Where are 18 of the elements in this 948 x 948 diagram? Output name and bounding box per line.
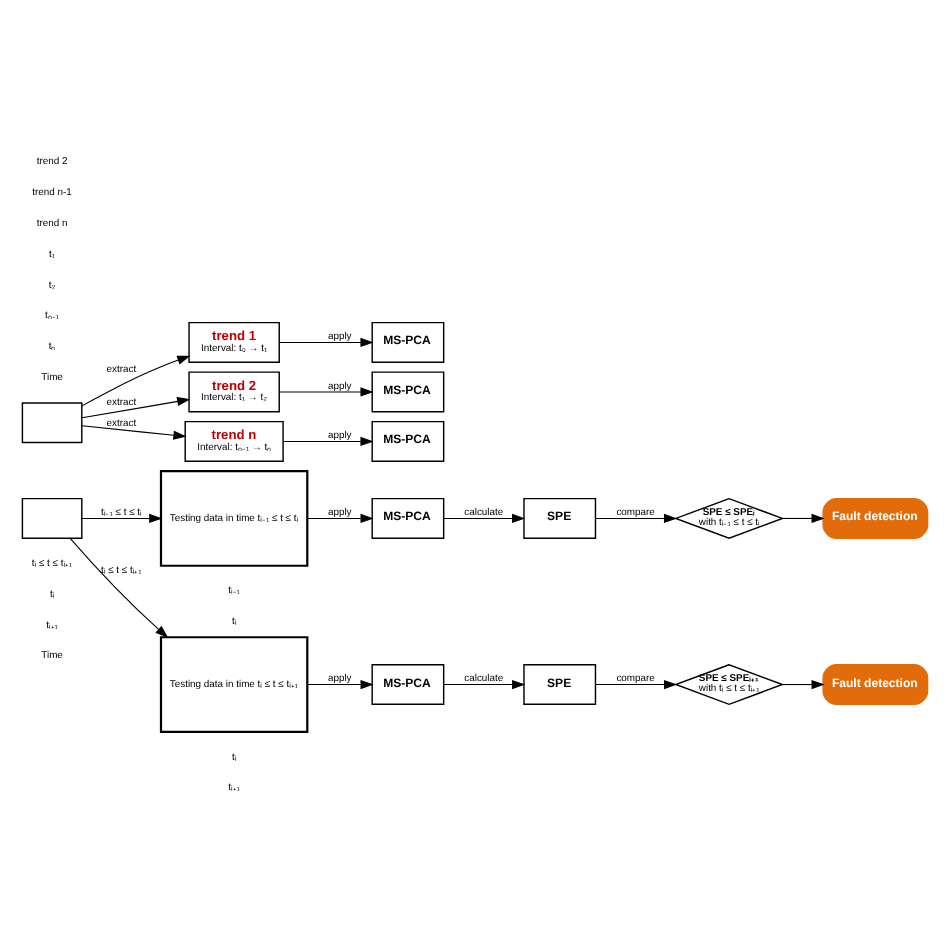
arrow bbox=[277, 336, 373, 347]
arrow bbox=[305, 678, 373, 689]
arrow bbox=[281, 435, 373, 446]
node-box bbox=[20, 496, 82, 538]
arrow bbox=[277, 386, 373, 396]
arrow bbox=[68, 536, 168, 638]
arrow bbox=[80, 395, 190, 418]
arrow bbox=[442, 678, 525, 689]
arrow bbox=[594, 512, 677, 523]
node-box bbox=[20, 401, 82, 443]
arrow bbox=[80, 512, 162, 523]
arrow bbox=[781, 678, 824, 689]
arrow bbox=[594, 678, 677, 689]
arrow bbox=[80, 424, 186, 439]
arrow bbox=[80, 354, 190, 406]
arrow bbox=[305, 512, 373, 523]
arrow bbox=[442, 512, 525, 523]
arrow bbox=[781, 512, 824, 523]
